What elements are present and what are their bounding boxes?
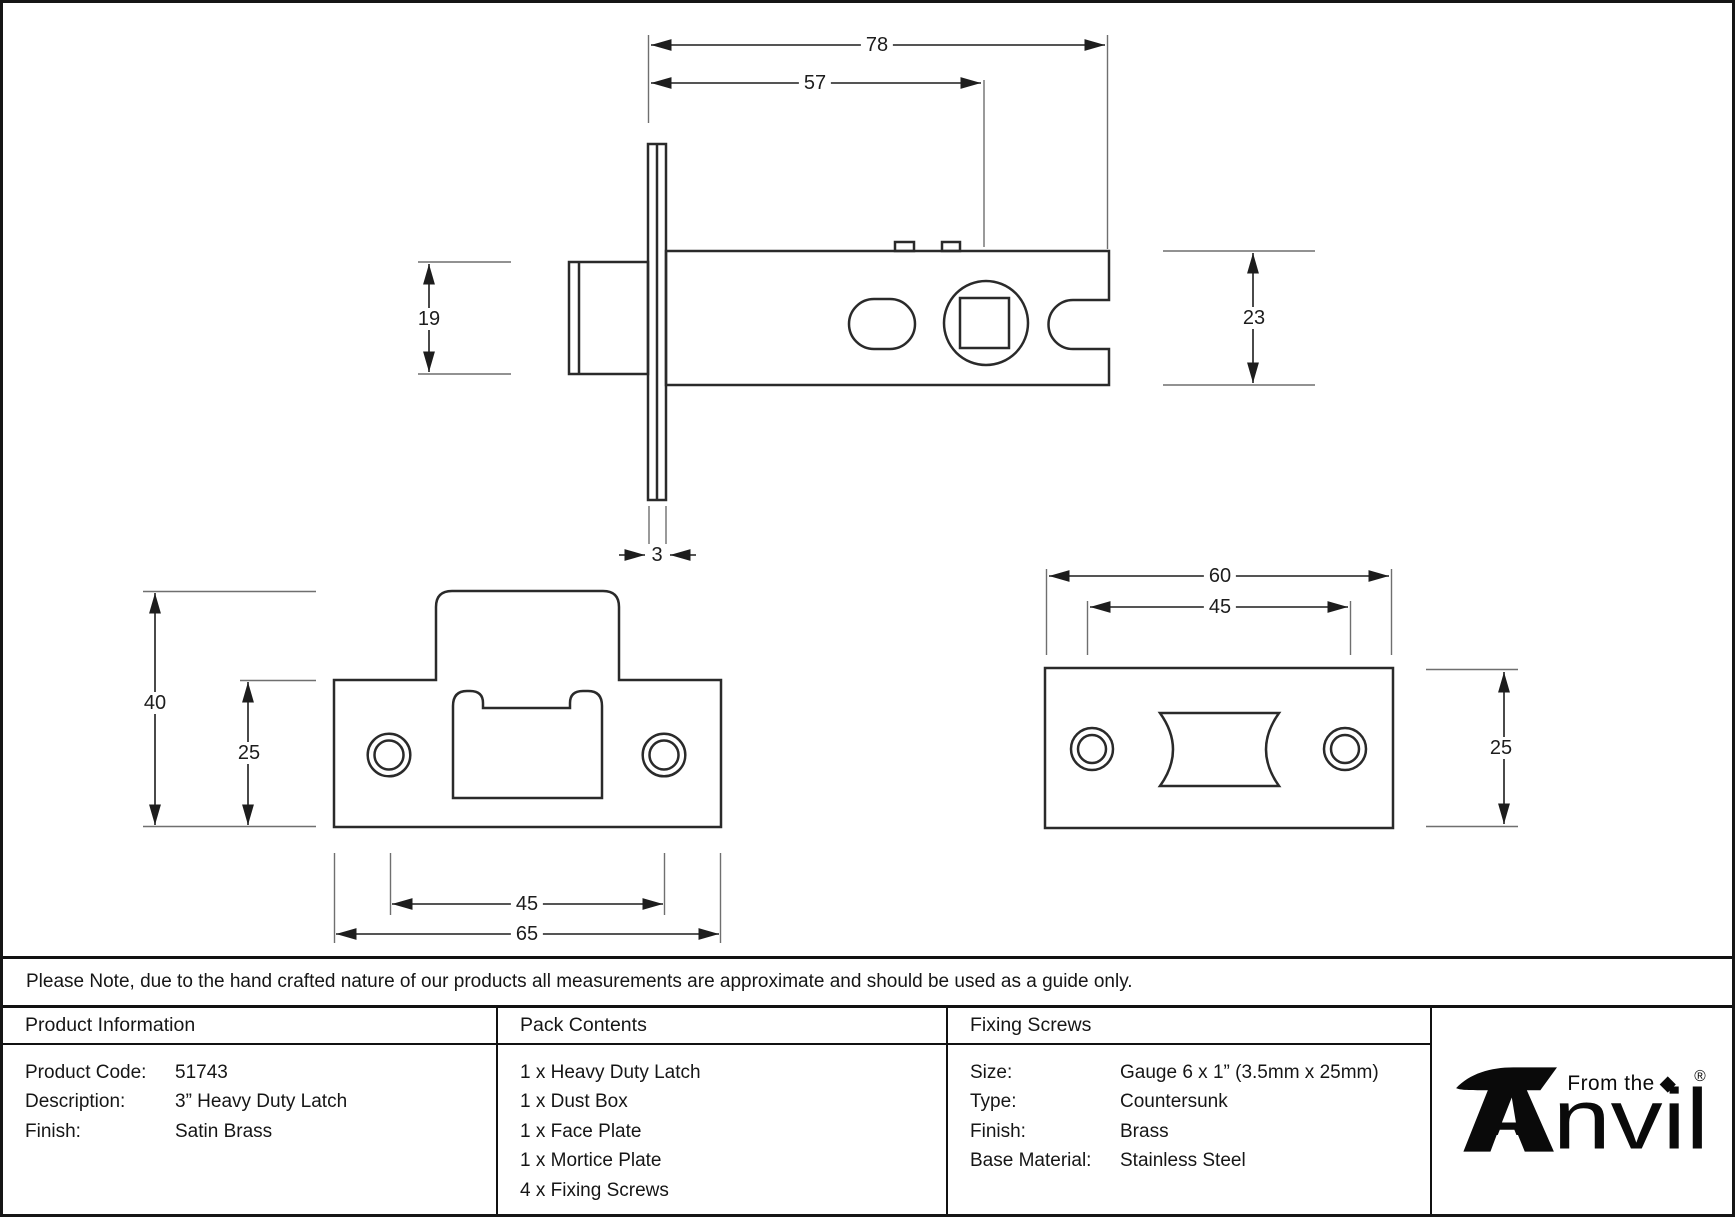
logo-anvil-text: nvil [1553,1072,1709,1162]
dim-label-faceplate-height: 40 [138,692,172,714]
row-label: Finish: [970,1120,1026,1142]
table-row: Type: Countersunk [970,1088,1430,1118]
latch-bolt [567,260,650,376]
screw-hole-inner [1329,733,1361,765]
screw-hole-inner [373,739,405,771]
case-lug [893,240,916,253]
table-row: Product Code: 51743 [25,1058,496,1088]
latch-side-view-drawing [567,142,1111,502]
row-value: Countersunk [1120,1091,1228,1113]
row-label: Size: [970,1061,1013,1083]
screw-hole [1322,726,1368,772]
dimension-lines-top [423,39,1259,561]
row-label: Base Material: [970,1150,1092,1172]
spindle-square [958,296,1011,350]
anvil-icon [1456,1067,1557,1152]
row-label: Product Code: [25,1061,147,1083]
list-item: 1 x Face Plate [520,1120,642,1142]
screw-hole [641,732,687,778]
screw-hole [366,732,412,778]
screw-hole-inner [1076,733,1108,765]
table-row: Description: 3” Heavy Duty Latch [25,1088,496,1118]
dim-label-case-height: 23 [1237,307,1271,329]
mortice-plate-drawing [1043,666,1395,830]
row-label: Finish: [25,1120,81,1142]
row-value: Gauge 6 x 1” (3.5mm x 25mm) [1120,1061,1379,1083]
row-label: Description: [25,1091,126,1113]
latch-case [664,249,1111,387]
brand-logo-cell: nvil From the ® [1430,1008,1732,1214]
dim-label-mortice-height: 25 [1484,737,1518,759]
registered-trademark-icon: ® [1694,1068,1706,1085]
mortice-plate-outline [1043,666,1395,830]
row-value: 51743 [175,1061,228,1083]
row-value: Brass [1120,1120,1169,1142]
dim-label-faceplate-holes: 45 [510,893,544,915]
screw-hole-inner [648,739,680,771]
spindle-follower [942,279,1030,367]
fixing-screws-column: Fixing Screws Size: Gauge 6 x 1” (3.5mm … [946,1008,1430,1214]
measurement-note-bar: Please Note, due to the hand crafted nat… [3,956,1732,1008]
extension-lines-mortice [1045,569,1518,828]
dim-label-backset: 57 [798,72,832,94]
screw-hole [1069,726,1115,772]
list-item: 1 x Heavy Duty Latch [520,1061,701,1083]
table-row: Size: Gauge 6 x 1” (3.5mm x 25mm) [970,1058,1430,1088]
mortice-aperture [1157,711,1282,788]
row-value: Stainless Steel [1120,1150,1246,1172]
extension-lines-faceplate [143,590,722,943]
dim-label-faceplate-thickness: 3 [646,544,668,566]
row-label: Type: [970,1091,1017,1113]
spec-table: Product Information Product Code: 51743 … [3,1008,1732,1214]
dim-label-overall-length: 78 [860,34,894,56]
logo-from-the-text: From the [1567,1072,1654,1095]
latch-keeper [451,689,604,800]
dim-label-aperture-height: 25 [232,742,266,764]
list-item: 1 x Mortice Plate [520,1150,662,1172]
case-lug [940,240,962,253]
row-value: Satin Brass [175,1120,273,1142]
from-the-anvil-logo: nvil From the ® [1456,1067,1709,1167]
pack-contents-header: Pack Contents [498,1008,946,1045]
measurement-note-text: Please Note, due to the hand crafted nat… [26,971,1133,992]
face-plate-outline [332,589,723,829]
pack-contents-column: Pack Contents 1 x Heavy Duty Latch 1 x D… [496,1008,946,1214]
dim-label-mortice-length: 60 [1203,565,1237,587]
row-value: 3” Heavy Duty Latch [175,1091,348,1113]
list-item: 1 x Dust Box [520,1091,628,1113]
dim-label-mortice-holes: 45 [1203,596,1237,618]
dim-label-bolt-height: 19 [412,308,446,330]
fixing-screws-header: Fixing Screws [948,1008,1430,1045]
product-information-header: Product Information [3,1008,496,1045]
table-row: Base Material: Stainless Steel [970,1147,1430,1177]
table-row: Finish: Brass [970,1117,1430,1147]
list-item: 4 x Fixing Screws [520,1179,669,1201]
table-row: Finish: Satin Brass [25,1117,496,1147]
oval-hole [847,297,917,351]
product-information-column: Product Information Product Code: 51743 … [3,1008,496,1214]
face-plate-drawing [332,589,723,829]
dim-label-faceplate-length: 65 [510,923,544,945]
